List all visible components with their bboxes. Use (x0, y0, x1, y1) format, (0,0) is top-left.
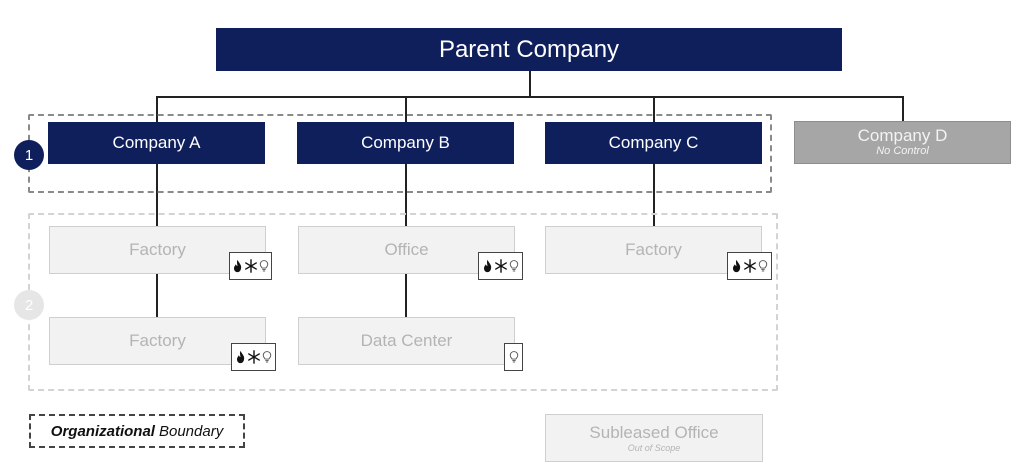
emissions-icons-b1 (478, 252, 523, 280)
company-c-label: Company C (608, 133, 699, 152)
parent-company-box: Parent Company (216, 28, 842, 71)
lightbulb-icon (509, 351, 518, 363)
subleased-office-label: Subleased Office (589, 422, 719, 442)
emissions-icons-b2 (504, 343, 523, 371)
connector (156, 96, 904, 98)
connector (405, 163, 407, 226)
facility-a1-box: Factory (49, 226, 266, 274)
company-c-box: Company C (545, 122, 762, 164)
connector (902, 96, 904, 122)
connector (156, 273, 158, 317)
company-d-label: Company D (857, 126, 948, 145)
facility-c1-label: Factory (625, 240, 682, 259)
company-b-label: Company B (361, 133, 450, 152)
lightbulb-icon (758, 260, 768, 272)
facility-b2-label: Data Center (360, 331, 453, 350)
connector (156, 163, 158, 226)
level-1-badge: 1 (14, 140, 44, 170)
company-a-label: Company A (112, 133, 201, 152)
snowflake-icon (248, 350, 260, 364)
flame-icon (234, 259, 242, 273)
facility-b2-box: Data Center (298, 317, 515, 365)
lightbulb-icon (259, 260, 269, 272)
flame-icon (237, 350, 245, 364)
company-d-note: No Control (876, 145, 929, 157)
emissions-icons-a2 (231, 343, 276, 371)
lightbulb-icon (509, 260, 519, 272)
connector (653, 163, 655, 226)
company-a-box: Company A (48, 122, 265, 164)
company-d-box: Company D No Control (794, 121, 1011, 164)
snowflake-icon (245, 259, 257, 273)
level-2-badge: 2 (14, 290, 44, 320)
connector (529, 70, 531, 97)
level-2-number: 2 (24, 296, 34, 314)
legend-text: Boundary (158, 422, 224, 440)
flame-icon (733, 259, 741, 273)
snowflake-icon (495, 259, 507, 273)
company-b-box: Company B (297, 122, 514, 164)
parent-company-label: Parent Company (438, 35, 620, 63)
snowflake-icon (744, 259, 756, 273)
connector (405, 273, 407, 317)
legend-bold-text: Organizational (50, 422, 155, 440)
level-1-number: 1 (24, 146, 34, 164)
lightbulb-icon (262, 351, 272, 363)
subleased-office-note: Out of Scope (627, 442, 681, 453)
emissions-icons-a1 (229, 252, 272, 280)
subleased-office-box: Subleased Office Out of Scope (545, 414, 763, 462)
facility-c1-box: Factory (545, 226, 762, 274)
connector (405, 96, 407, 122)
facility-a1-label: Factory (129, 240, 186, 259)
facility-a2-box: Factory (49, 317, 266, 365)
connector (653, 96, 655, 122)
organizational-boundary-legend: Organizational Boundary (29, 414, 245, 448)
facility-a2-label: Factory (129, 331, 186, 350)
connector (156, 96, 158, 122)
facility-b1-label: Office (384, 240, 429, 259)
emissions-icons-c1 (727, 252, 772, 280)
flame-icon (484, 259, 492, 273)
